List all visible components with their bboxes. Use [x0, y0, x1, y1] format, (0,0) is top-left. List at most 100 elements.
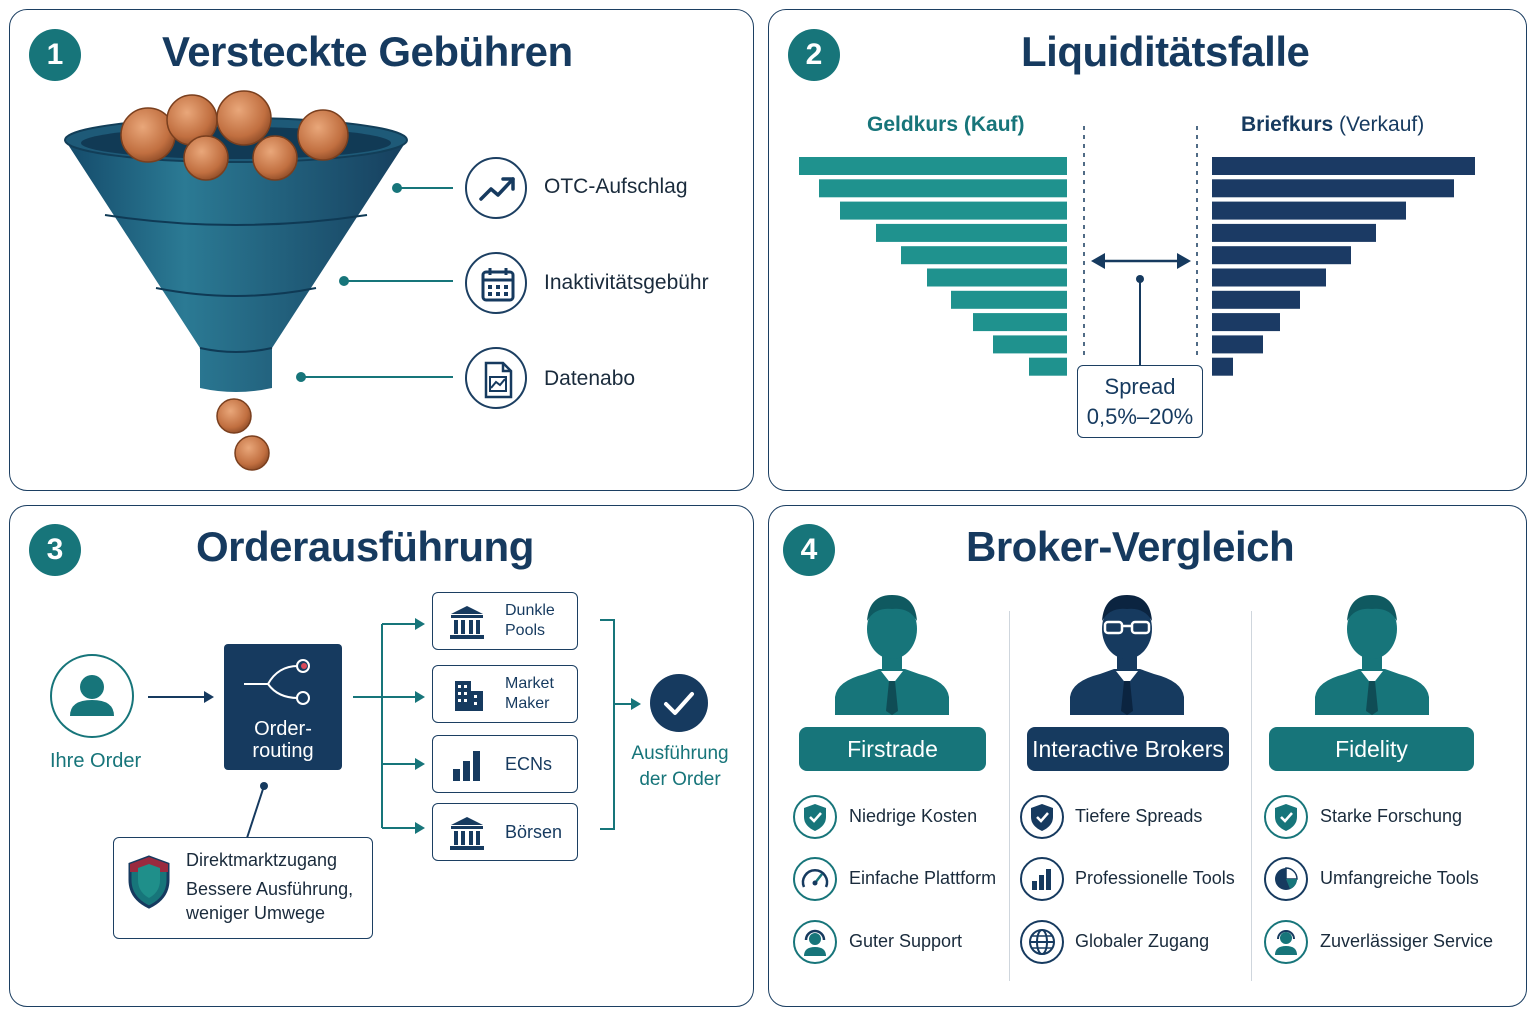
venue-label-line1: ECNs	[505, 754, 553, 774]
order-book-graphic	[799, 126, 1475, 376]
bid-bar	[799, 157, 1067, 175]
ask-label: Briefkurs (Verkauf)	[1241, 113, 1424, 137]
routing-flow-lines	[148, 618, 641, 839]
bank-icon	[450, 817, 484, 850]
avatar	[835, 595, 949, 715]
your-order-label: Ihre Order	[50, 750, 142, 772]
building-icon	[455, 681, 483, 711]
document-chart-icon	[465, 347, 527, 409]
feature-label: Professionelle Tools	[1075, 868, 1235, 888]
column-divider	[1251, 611, 1252, 981]
venue-market-maker: Market Maker	[432, 665, 578, 723]
panel-liquidity-trap: 2 Liquiditätsfalle Geldkurs (Kauf) Brief…	[768, 9, 1527, 491]
fee-item-label: Datenabo	[544, 367, 636, 390]
shield-icon	[128, 855, 170, 909]
broker-badge-fidelity: Fidelity	[1269, 727, 1474, 771]
panel-title: Broker-Vergleich	[966, 523, 1295, 570]
panel-title: Versteckte Gebühren	[162, 28, 573, 75]
dma-title: Direktmarktzugang	[186, 850, 338, 870]
panel-number-badge: 2	[788, 29, 840, 81]
spread-label: Spread	[1104, 374, 1176, 399]
bid-bar	[840, 201, 1067, 220]
ask-bar	[1212, 268, 1326, 287]
venue-label-line2: Pools	[505, 622, 546, 639]
dma-line2: weniger Umwege	[186, 903, 326, 923]
panel-broker-comparison: 4 Broker-Vergleich Firstrade Interactive…	[768, 505, 1527, 1007]
venue-dark-pools: Dunkle Pools	[432, 592, 578, 650]
pie-chart-icon	[1264, 857, 1308, 901]
bid-bar	[876, 223, 1067, 242]
ask-label-rest: (Verkauf)	[1333, 113, 1425, 136]
feature-label: Starke Forschung	[1320, 806, 1463, 826]
ask-bar	[1212, 157, 1475, 175]
avatar	[1070, 595, 1184, 715]
panel-number-badge: 3	[29, 524, 81, 576]
spread-range: 0,5%–20%	[1086, 404, 1194, 429]
bid-bar	[973, 313, 1067, 332]
order-routing-box: Order- routing	[224, 644, 342, 770]
avatar	[1315, 595, 1429, 715]
broker-badge-interactive-brokers: Interactive Brokers	[1027, 727, 1229, 771]
globe-icon	[1020, 920, 1064, 964]
bid-bars	[799, 157, 1067, 376]
panel-title: Liquiditätsfalle	[1021, 28, 1310, 75]
fee-item-label: Inaktivitätsgebühr	[544, 271, 709, 294]
person-icon	[50, 654, 134, 738]
spread-box: Spread 0,5%–20%	[1077, 365, 1203, 438]
venue-ecns: ECNs	[432, 735, 578, 793]
funnel-illustration	[64, 90, 453, 471]
ask-bar	[1212, 246, 1351, 265]
ask-bar	[1212, 313, 1280, 332]
bid-bar	[951, 290, 1067, 309]
checkmark-icon	[650, 674, 708, 732]
direct-market-access-box: Direktmarktzugang Bessere Ausführung, we…	[113, 837, 373, 939]
trend-up-icon	[465, 157, 527, 219]
routing-icon	[244, 659, 310, 705]
execution-label-line2: der Order	[639, 769, 721, 790]
bid-bar	[901, 246, 1067, 265]
bar-chart-icon	[453, 751, 480, 781]
panel-order-execution: 3 Orderausführung Ihre Order	[9, 505, 754, 1007]
column-divider	[1009, 611, 1010, 981]
feature-label: Umfangreiche Tools	[1320, 868, 1479, 888]
ask-bar	[1212, 201, 1406, 220]
feature-label: Guter Support	[849, 931, 963, 951]
bank-icon	[450, 606, 484, 639]
venue-label-line1: Market	[505, 675, 554, 692]
broker-badge-firstrade: Firstrade	[799, 727, 986, 771]
bid-label: Geldkurs (Kauf)	[867, 113, 1025, 136]
panel-title: Orderausführung	[196, 523, 534, 570]
dma-line1: Bessere Ausführung,	[186, 879, 354, 899]
gauge-icon	[793, 857, 837, 901]
venue-label-line1: Dunkle	[505, 602, 555, 619]
headset-icon	[793, 920, 837, 964]
shield-check-icon	[1264, 795, 1308, 839]
feature-label: Niedrige Kosten	[849, 806, 978, 826]
ask-bar	[1212, 179, 1454, 198]
shield-check-icon	[793, 795, 837, 839]
bar-chart-icon	[1020, 857, 1064, 901]
ask-bar	[1212, 335, 1263, 354]
bid-bar	[993, 335, 1067, 354]
venue-label-line2: Maker	[505, 695, 550, 712]
panel-hidden-fees: 1 Versteckte Gebühren	[9, 9, 754, 491]
panel-number-badge: 4	[783, 524, 835, 576]
feature-label: Zuverlässiger Service	[1320, 931, 1494, 951]
coins-falling	[216, 398, 270, 471]
routing-label-line1: Order-	[254, 718, 312, 740]
ask-bar	[1212, 223, 1376, 242]
spread-arrow	[1091, 253, 1191, 365]
coins-top	[120, 90, 349, 181]
feature-label: Tiefere Spreads	[1075, 806, 1203, 826]
ask-bars	[1212, 157, 1475, 376]
bid-bar	[927, 268, 1067, 287]
funnel-body	[65, 140, 407, 392]
bid-bar	[1029, 357, 1067, 376]
bid-bar	[819, 179, 1067, 198]
calendar-icon	[465, 252, 527, 314]
panel-number-badge: 1	[29, 29, 81, 81]
ask-bar	[1212, 357, 1233, 376]
feature-label: Globaler Zugang	[1075, 931, 1210, 951]
ask-bar	[1212, 290, 1300, 309]
fee-item-label: OTC-Aufschlag	[544, 175, 688, 198]
